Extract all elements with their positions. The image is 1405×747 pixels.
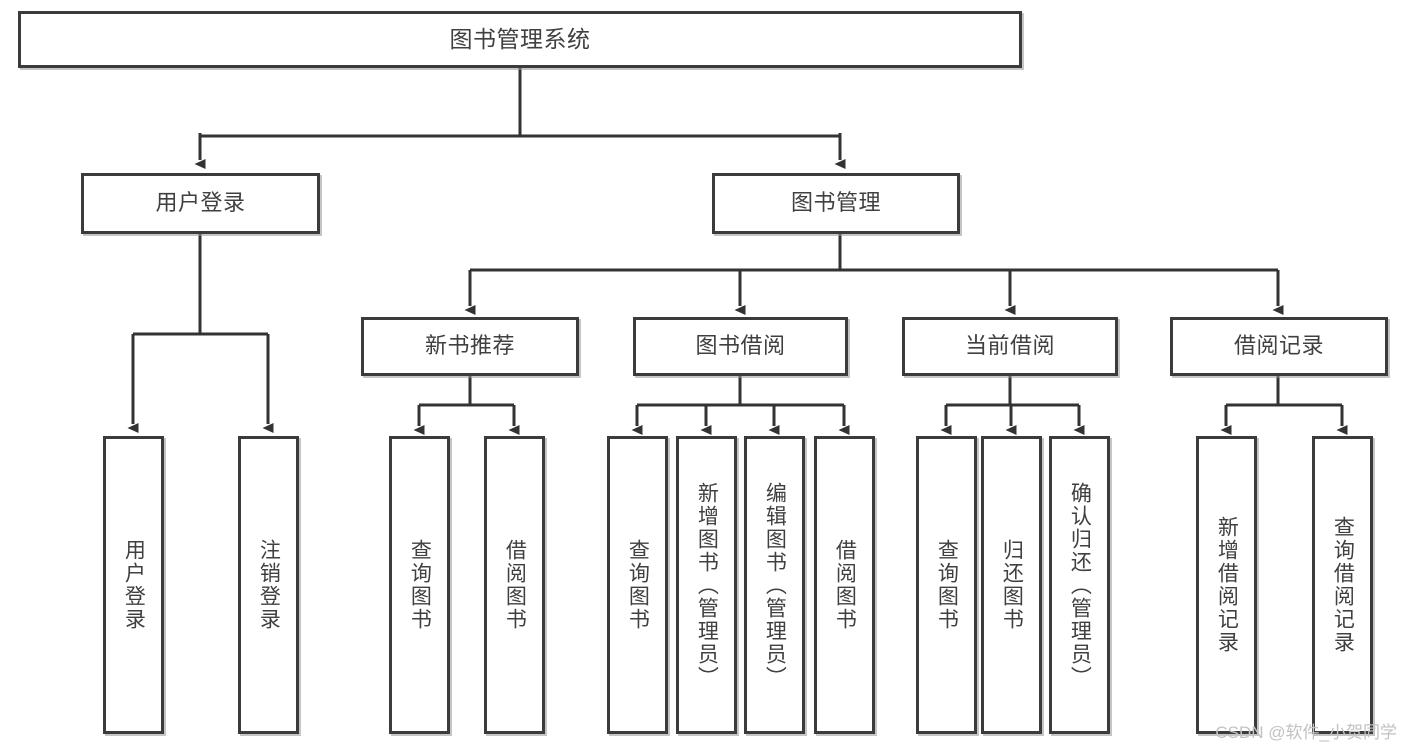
leaf-query-book-current[interactable]: 查询图书: [916, 436, 977, 734]
leaf-edit-book-admin[interactable]: 编辑图书（管理员）: [744, 436, 805, 734]
leaf-borrow-book-new-recommend-label: 借阅图书: [503, 539, 527, 631]
leaf-return-book[interactable]: 归还图书: [981, 436, 1042, 734]
leaf-borrow-book-new-recommend[interactable]: 借阅图书: [484, 436, 545, 734]
leaf-query-book-borrow[interactable]: 查询图书: [607, 436, 668, 734]
node-book-borrow[interactable]: 图书借阅: [633, 317, 848, 376]
leaf-query-borrow-record[interactable]: 查询借阅记录: [1312, 436, 1373, 734]
node-borrow-record-label: 借阅记录: [1233, 333, 1324, 359]
leaf-user-logout-label: 注销登录: [257, 539, 281, 631]
node-book-borrow-label: 图书借阅: [695, 333, 786, 359]
node-root-book-management-system[interactable]: 图书管理系统: [18, 11, 1022, 68]
leaf-add-book-admin[interactable]: 新增图书（管理员）: [676, 436, 737, 734]
leaf-query-book-borrow-label: 查询图书: [626, 539, 650, 631]
leaf-return-book-label: 归还图书: [1000, 539, 1024, 631]
node-new-book-recommend[interactable]: 新书推荐: [361, 317, 579, 376]
leaf-borrow-book-borrow[interactable]: 借阅图书: [814, 436, 875, 734]
leaf-query-book-new-recommend-label: 查询图书: [408, 539, 432, 631]
node-current-borrow[interactable]: 当前借阅: [902, 317, 1118, 376]
node-user-login-label: 用户登录: [155, 190, 246, 216]
leaf-query-book-current-label: 查询图书: [935, 539, 959, 631]
node-borrow-record[interactable]: 借阅记录: [1170, 317, 1388, 376]
leaf-user-logout[interactable]: 注销登录: [238, 436, 299, 734]
node-book-management-label: 图书管理: [790, 190, 881, 216]
csdn-watermark: CSDN @软件_小贺同学: [1215, 723, 1397, 742]
leaf-borrow-book-borrow-label: 借阅图书: [833, 539, 857, 631]
leaf-user-login-label: 用户登录: [122, 539, 146, 631]
leaf-add-borrow-record-label: 新增借阅记录: [1215, 516, 1239, 654]
leaf-confirm-return-admin[interactable]: 确认归还（管理员）: [1049, 436, 1110, 734]
leaf-confirm-return-admin-label: 确认归还（管理员）: [1068, 481, 1092, 689]
leaf-query-book-new-recommend[interactable]: 查询图书: [389, 436, 450, 734]
leaf-query-borrow-record-label: 查询借阅记录: [1331, 516, 1355, 654]
node-book-management[interactable]: 图书管理: [712, 173, 960, 234]
node-new-book-recommend-label: 新书推荐: [424, 333, 515, 359]
node-current-borrow-label: 当前借阅: [964, 333, 1055, 359]
node-root-label: 图书管理系统: [449, 25, 591, 52]
leaf-add-book-admin-label: 新增图书（管理员）: [695, 481, 719, 689]
leaf-add-borrow-record[interactable]: 新增借阅记录: [1196, 436, 1257, 734]
leaf-user-login[interactable]: 用户登录: [103, 436, 164, 734]
node-user-login[interactable]: 用户登录: [81, 173, 320, 234]
leaf-edit-book-admin-label: 编辑图书（管理员）: [763, 481, 787, 689]
